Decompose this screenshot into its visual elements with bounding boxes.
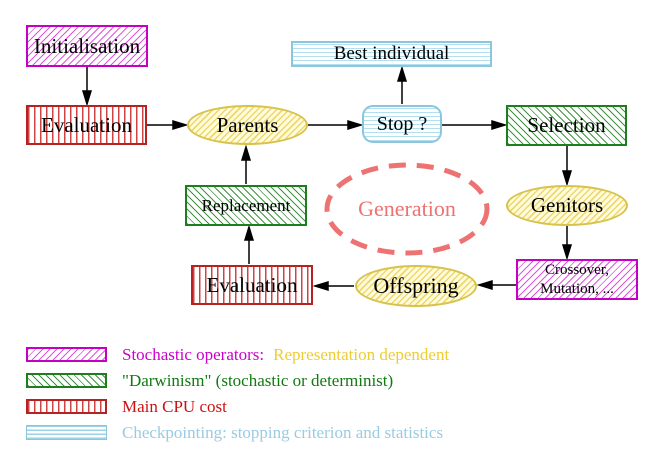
- arrow-genitors-to-crossover: [561, 226, 573, 261]
- legend-swatch-cyan-horizontal-lines: [26, 425, 107, 440]
- node-selection-label: Selection: [527, 113, 606, 137]
- arrow-evaluation-to-replacement: [243, 224, 255, 264]
- node-best-individual-label: Best individual: [333, 43, 450, 64]
- node-evaluation-bottom-label: Evaluation: [206, 272, 298, 297]
- arrow-evaluation-to-parents: [147, 119, 189, 131]
- legend-label-checkpointing: Checkpointing: stopping criterion and st…: [122, 422, 444, 442]
- arrow-stop-to-best-individual: [396, 65, 408, 104]
- arrow-initialisation-to-evaluation: [81, 67, 93, 107]
- node-evaluation-top: Evaluation: [26, 105, 147, 145]
- node-genitors: Genitors: [506, 185, 628, 226]
- node-initialisation: Initialisation: [26, 25, 148, 67]
- arrow-offspring-to-evaluation: [312, 280, 354, 292]
- node-stop: Stop ?: [362, 105, 442, 143]
- node-replacement: Replacement: [185, 185, 307, 226]
- legend-label-stochastic-operators: Stochastic operators:Representation depe…: [122, 344, 450, 364]
- arrow-stop-to-selection: [442, 119, 508, 131]
- node-evaluation-bottom: Evaluation: [191, 265, 313, 305]
- node-stop-label: Stop ?: [376, 112, 428, 135]
- node-selection: Selection: [506, 105, 627, 146]
- legend-label-main-cpu-cost: Main CPU cost: [122, 396, 227, 416]
- legend-swatch-green-diagonal-hatch: [26, 373, 107, 388]
- legend-swatch-magenta-diagonal-hatch: [26, 347, 107, 362]
- node-replacement-label: Replacement: [201, 195, 291, 215]
- legend-item-darwinism: "Darwinism" (stochastic or determinist): [26, 370, 394, 390]
- node-initialisation-label: Initialisation: [33, 33, 141, 58]
- node-offspring-label: Offspring: [373, 273, 459, 298]
- arrow-selection-to-genitors: [561, 146, 573, 187]
- legend-item-checkpointing: Checkpointing: stopping criterion and st…: [26, 422, 444, 442]
- node-crossover-line2: Mutation, ...: [540, 280, 614, 297]
- node-parents-label: Parents: [216, 112, 279, 137]
- arrow-crossover-to-offspring: [476, 279, 516, 291]
- node-crossover-line1: Crossover,: [545, 261, 609, 278]
- legend-item-main-cpu-cost: Main CPU cost: [26, 396, 227, 416]
- arrow-parents-to-stop: [308, 119, 364, 131]
- node-genitors-label: Genitors: [530, 193, 604, 217]
- node-parents: Parents: [187, 105, 308, 145]
- arrow-replacement-to-parents: [240, 144, 252, 184]
- generation-label: Generation: [358, 196, 456, 221]
- node-best-individual: Best individual: [291, 41, 492, 67]
- legend-label-darwinism: "Darwinism" (stochastic or determinist): [122, 370, 394, 390]
- node-evaluation-top-label: Evaluation: [41, 112, 132, 137]
- generation-cycle-dashed-ellipse: [324, 162, 490, 256]
- legend-item-stochastic-operators: Stochastic operators:Representation depe…: [26, 344, 450, 364]
- legend-swatch-red-vertical-lines: [26, 399, 107, 414]
- node-crossover-mutation: Crossover, Mutation, ...: [516, 259, 638, 300]
- node-offspring: Offspring: [355, 265, 477, 307]
